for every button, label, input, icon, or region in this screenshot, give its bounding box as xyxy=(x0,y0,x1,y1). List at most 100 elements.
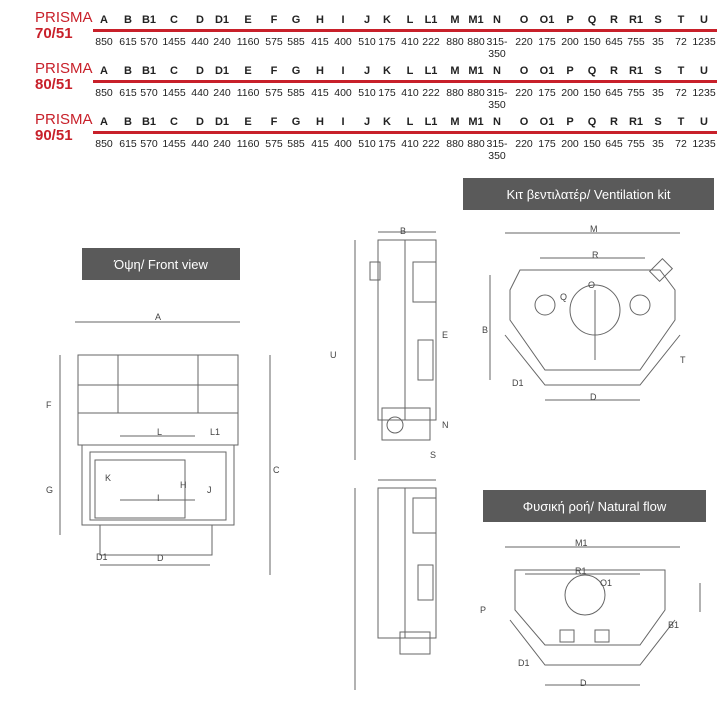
dimension-letter: U xyxy=(330,350,337,360)
dimension-value: 400 xyxy=(334,36,352,48)
dimension-letter: O1 xyxy=(600,578,613,588)
column-header: J xyxy=(363,65,371,77)
dimension-letter: B xyxy=(482,325,489,335)
column-header: O1 xyxy=(539,116,555,128)
column-header: S xyxy=(654,116,662,128)
column-header: M1 xyxy=(468,14,484,26)
dimension-value: 575 xyxy=(265,36,283,48)
dimension-letter: C xyxy=(273,465,280,475)
dimension-value: 35 xyxy=(652,87,664,99)
dimension-value: 510 xyxy=(358,87,376,99)
brand: PRISMA xyxy=(35,60,93,77)
column-header: Q xyxy=(587,116,597,128)
column-header: C xyxy=(170,65,178,77)
dimension-value: 150 xyxy=(583,87,601,99)
dimension-value: 1235 xyxy=(692,36,716,48)
column-header: B1 xyxy=(141,14,157,26)
dimension-value: 615 xyxy=(119,36,137,48)
column-header: B xyxy=(124,116,132,128)
column-header: R1 xyxy=(628,65,644,77)
column-header: B1 xyxy=(141,116,157,128)
dimension-value: 72 xyxy=(675,138,687,150)
dimension-letter: J xyxy=(207,485,212,495)
dimension-value: 440 xyxy=(191,87,209,99)
dimension-value: 175 xyxy=(538,87,556,99)
column-header: D1 xyxy=(214,14,230,26)
column-header: Q xyxy=(587,14,597,26)
column-header: O xyxy=(519,14,529,26)
column-header: U xyxy=(700,14,708,26)
dimension-value: 35 xyxy=(652,36,664,48)
ventilation-kit-label: Κιτ βεντιλατέρ/ Ventilation kit xyxy=(463,178,714,210)
brand: PRISMA xyxy=(35,9,93,26)
red-divider xyxy=(93,80,717,83)
dimension-value: 1455 xyxy=(162,138,186,150)
dimension-value: 645 xyxy=(605,36,623,48)
column-header: T xyxy=(677,14,685,26)
column-header: D xyxy=(196,14,204,26)
column-header: N xyxy=(493,14,501,26)
dimension-letter: D xyxy=(157,553,164,563)
dimension-letter: B xyxy=(400,226,407,236)
dimension-value: 72 xyxy=(675,87,687,99)
dimension-value: 400 xyxy=(334,87,352,99)
dimension-value: 35 xyxy=(652,138,664,150)
model-size: 70/51 xyxy=(35,25,73,42)
column-header: D xyxy=(196,65,204,77)
column-header: A xyxy=(100,116,108,128)
dimension-letter: P xyxy=(480,605,487,615)
dimension-letter: I xyxy=(157,493,160,503)
dimension-value: 400 xyxy=(334,138,352,150)
dimension-value: 510 xyxy=(358,138,376,150)
dimension-value: 880 xyxy=(467,138,485,150)
column-header: R xyxy=(610,65,618,77)
column-header: F xyxy=(270,14,278,26)
dimension-value: 585 xyxy=(287,87,305,99)
dimension-letter: D1 xyxy=(518,658,530,668)
dimension-value: 315- 350 xyxy=(486,87,508,111)
dimension-value: 222 xyxy=(422,36,440,48)
column-header: I xyxy=(341,14,345,26)
dimension-value: 645 xyxy=(605,87,623,99)
column-header: E xyxy=(244,14,252,26)
column-header: D1 xyxy=(214,65,230,77)
dimension-value: 175 xyxy=(538,36,556,48)
column-header: K xyxy=(383,65,391,77)
dimension-value: 222 xyxy=(422,138,440,150)
column-header: M1 xyxy=(468,116,484,128)
dimension-value: 585 xyxy=(287,138,305,150)
dimension-value: 410 xyxy=(401,36,419,48)
dimension-value: 315- 350 xyxy=(486,138,508,162)
dimension-value: 415 xyxy=(311,138,329,150)
column-header: G xyxy=(291,14,301,26)
dimension-letter: Q xyxy=(560,292,568,302)
column-header: K xyxy=(383,14,391,26)
dimension-value: 415 xyxy=(311,87,329,99)
dimension-letter: O xyxy=(588,280,596,290)
column-header: T xyxy=(677,65,685,77)
column-header: M xyxy=(450,116,460,128)
dimension-value: 1235 xyxy=(692,138,716,150)
dimension-value: 240 xyxy=(213,87,231,99)
dimension-value: 755 xyxy=(627,87,645,99)
column-header: E xyxy=(244,116,252,128)
column-header: G xyxy=(291,65,301,77)
column-header: K xyxy=(383,116,391,128)
natural-flow-drawing xyxy=(505,546,701,686)
column-header: B xyxy=(124,65,132,77)
column-header: C xyxy=(170,14,178,26)
column-header: P xyxy=(566,65,574,77)
dimension-letter: D xyxy=(590,392,597,402)
column-header: Q xyxy=(587,65,597,77)
column-header: R xyxy=(610,14,618,26)
model-size: 90/51 xyxy=(35,127,73,144)
column-header: B xyxy=(124,14,132,26)
dimension-letter: A xyxy=(155,312,162,322)
dimension-letter: N xyxy=(442,420,449,430)
column-header: R1 xyxy=(628,14,644,26)
red-divider xyxy=(93,131,717,134)
